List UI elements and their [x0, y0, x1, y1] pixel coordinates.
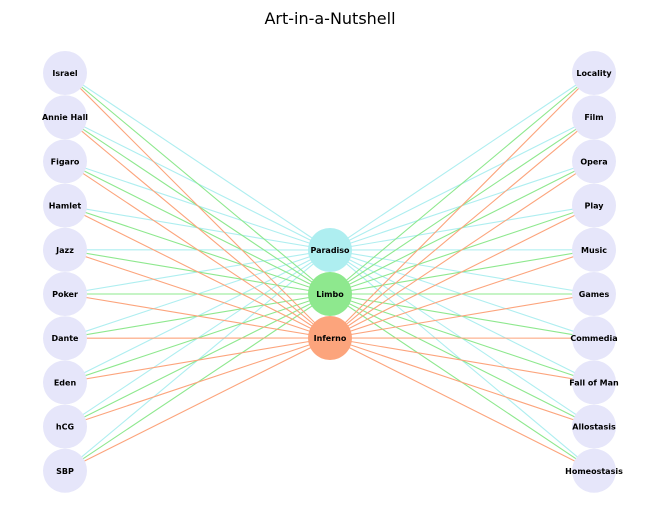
node-jazz-label: Jazz: [55, 246, 74, 255]
node-limbo: [308, 272, 352, 316]
edge-film-inferno: [329, 116, 595, 339]
node-sbp: [43, 448, 87, 493]
node-film: [572, 95, 616, 140]
node-hcg: [43, 404, 87, 449]
node-games-label: Games: [579, 290, 610, 299]
node-music-label: Music: [581, 246, 607, 255]
node-games: [572, 272, 616, 316]
node-eden-label: Eden: [54, 378, 77, 387]
edge-annie-hall-inferno: [64, 116, 331, 339]
node-opera: [572, 139, 616, 184]
edge-hamlet-inferno: [64, 205, 331, 339]
node-paradiso: [308, 228, 352, 272]
edge-israel-inferno: [64, 72, 331, 339]
diagram-title: Art-in-a-Nutshell: [264, 9, 395, 28]
node-jazz: [43, 227, 87, 272]
edge-sbp-inferno: [64, 337, 331, 472]
edge-locality-limbo: [329, 72, 595, 295]
node-paradiso-label: Paradiso: [310, 246, 350, 255]
node-locality-label: Locality: [576, 69, 612, 78]
node-israel-label: Israel: [52, 69, 78, 78]
node-allostasis: [572, 404, 616, 449]
edge-israel-paradiso: [64, 72, 331, 251]
node-hamlet-label: Hamlet: [49, 202, 82, 211]
edge-israel-limbo: [64, 72, 331, 295]
node-opera-label: Opera: [580, 157, 607, 166]
node-figaro-label: Figaro: [51, 157, 80, 166]
node-fall-of-man: [572, 360, 616, 405]
node-figaro: [43, 139, 87, 184]
node-play-label: Play: [585, 202, 605, 211]
edge-eden-inferno: [64, 337, 331, 383]
node-dante-label: Dante: [52, 334, 80, 343]
edge-music-inferno: [329, 249, 595, 339]
node-play: [572, 183, 616, 228]
node-music: [572, 227, 616, 272]
edge-homeostasis-inferno: [329, 337, 595, 472]
node-allostasis-label: Allostasis: [572, 423, 616, 432]
edge-poker-inferno: [64, 293, 331, 339]
node-fall-of-man-label: Fall of Man: [569, 378, 619, 387]
node-homeostasis-label: Homeostasis: [565, 467, 623, 476]
node-sbp-label: SBP: [56, 467, 74, 476]
node-commedia-label: Commedia: [570, 334, 617, 343]
edge-games-inferno: [329, 293, 595, 339]
node-poker-label: Poker: [52, 290, 78, 299]
node-hcg-label: hCG: [56, 423, 74, 432]
edges: [64, 72, 595, 472]
node-limbo-label: Limbo: [316, 290, 344, 299]
edge-allostasis-inferno: [329, 337, 595, 428]
edge-locality-paradiso: [329, 72, 595, 251]
edge-play-inferno: [329, 205, 595, 339]
node-commedia: [572, 316, 616, 361]
node-locality: [572, 51, 616, 95]
node-annie-hall: [43, 95, 87, 140]
edge-locality-inferno: [329, 72, 595, 339]
edge-figaro-inferno: [64, 160, 331, 339]
node-inferno: [308, 316, 352, 360]
node-film-label: Film: [584, 113, 603, 122]
node-israel: [43, 51, 87, 95]
node-homeostasis: [572, 448, 616, 493]
node-hamlet: [43, 183, 87, 228]
edge-hcg-inferno: [64, 337, 331, 428]
node-eden: [43, 360, 87, 405]
edge-jazz-inferno: [64, 249, 331, 339]
edge-opera-inferno: [329, 160, 595, 339]
node-inferno-label: Inferno: [314, 334, 347, 343]
node-poker: [43, 272, 87, 316]
node-annie-hall-label: Annie Hall: [42, 113, 88, 122]
node-dante: [43, 316, 87, 361]
edge-fall-of-man-inferno: [329, 337, 595, 383]
